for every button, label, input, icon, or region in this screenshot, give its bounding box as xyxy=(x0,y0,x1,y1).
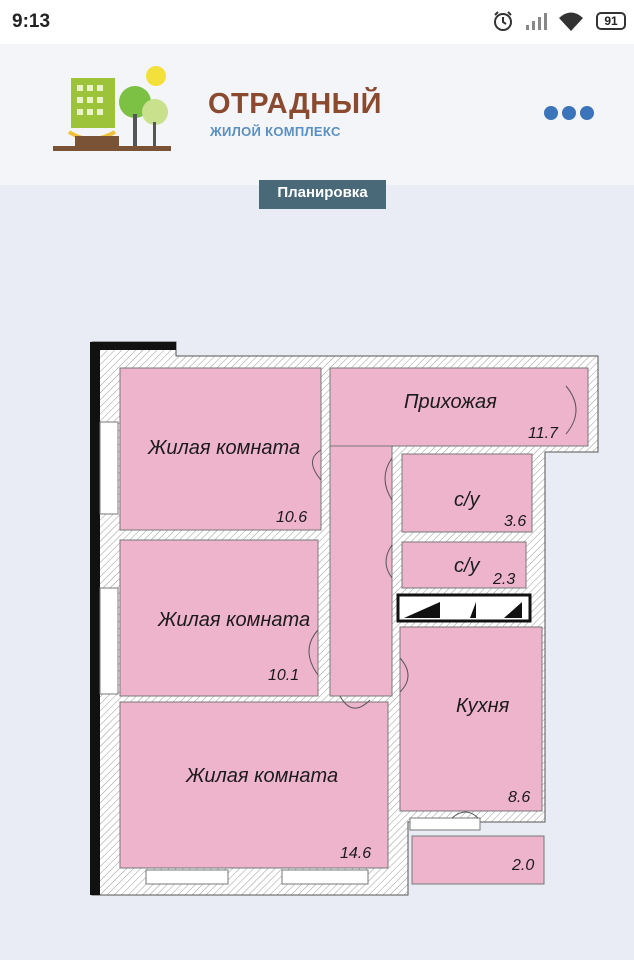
room-bath-2-name: с/у xyxy=(454,555,481,577)
room-kitchen xyxy=(399,626,543,812)
room-living-2-name: Жилая комната xyxy=(157,609,310,631)
room-living-3 xyxy=(119,701,389,869)
door-swings xyxy=(308,385,577,819)
room-living-3-name: Жилая комната xyxy=(185,765,338,787)
battery-icon: 91 xyxy=(596,12,626,30)
room-bath-2-area: 2.3 xyxy=(492,571,515,588)
brand-subtitle: ЖИЛОЙ КОМПЛЕКС xyxy=(210,124,341,139)
room-hallway xyxy=(329,367,589,447)
room-balcony-area: 2.0 xyxy=(511,857,534,874)
room-living-1-name: Жилая комната xyxy=(147,437,300,459)
room-kitchen-area: 8.6 xyxy=(508,789,530,806)
room-kitchen-name: Кухня xyxy=(456,695,510,717)
room-bath-1-name: с/у xyxy=(454,489,481,511)
app-header: ОТРАДНЫЙ ЖИЛОЙ КОМПЛЕКС xyxy=(0,44,634,185)
signal-icon xyxy=(526,13,547,30)
brand-title: ОТРАДНЫЙ xyxy=(208,88,382,120)
room-balcony xyxy=(411,835,545,885)
status-bar: 9:13 91 xyxy=(0,0,634,44)
room-living-1-area: 10.6 xyxy=(276,509,307,526)
room-hallway-name: Прихожая xyxy=(404,391,497,413)
windows xyxy=(99,421,481,885)
wifi-icon xyxy=(559,12,583,31)
complex-logo[interactable] xyxy=(53,64,171,156)
room-living-2-area: 10.1 xyxy=(268,667,299,684)
room-bath-1 xyxy=(401,453,533,533)
room-bath-2 xyxy=(401,541,527,589)
alarm-icon xyxy=(494,11,512,31)
room-living-2 xyxy=(119,539,319,697)
room-corridor xyxy=(329,445,393,697)
room-bath-1-area: 3.6 xyxy=(504,513,526,530)
floor-plan: Жилая комната 10.6 Прихожая 11.7 с/у 3.6… xyxy=(90,341,599,896)
status-time: 9:13 xyxy=(12,11,51,32)
room-living-3-area: 14.6 xyxy=(340,845,371,862)
tab-planirovka[interactable]: Планировка xyxy=(259,180,386,209)
room-living-1 xyxy=(119,367,322,531)
room-hallway-area: 11.7 xyxy=(528,425,559,442)
more-dots-icon[interactable] xyxy=(544,104,594,122)
